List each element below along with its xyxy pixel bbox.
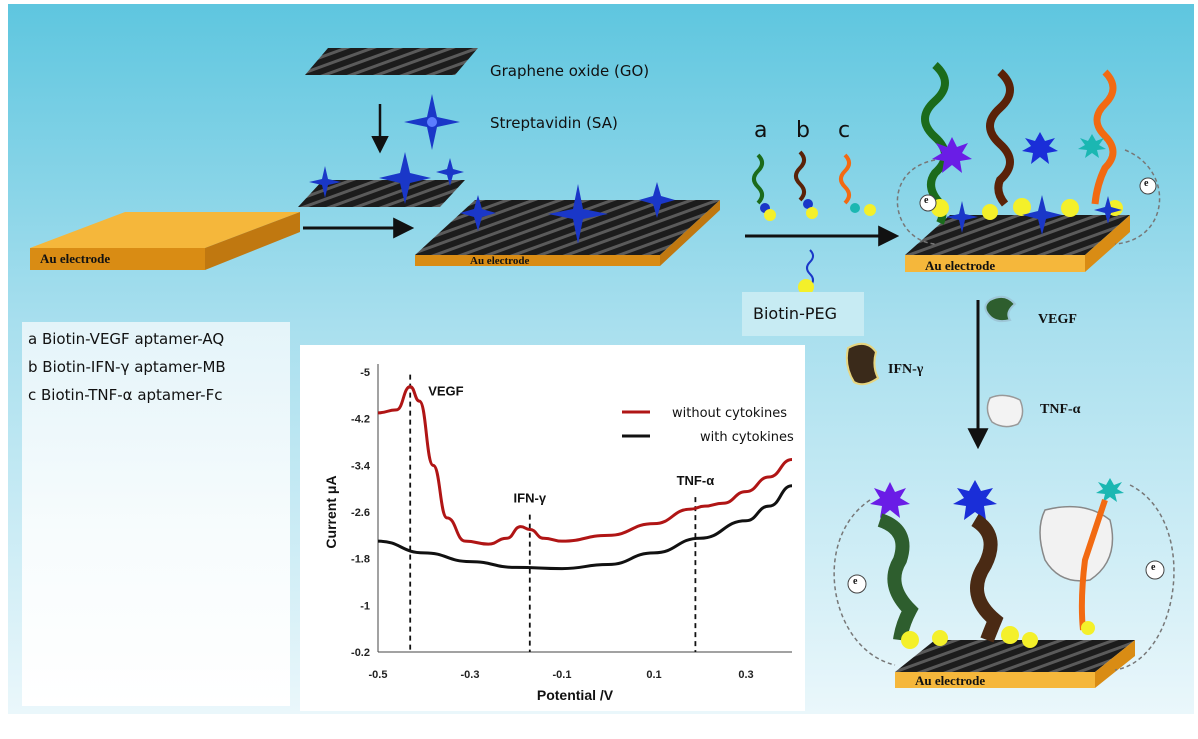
mb-label-bound	[953, 480, 997, 520]
electron-path-left	[896, 159, 936, 245]
legend-item-a: a Biotin-VEGF aptamer-AQ	[28, 330, 225, 348]
sa-star-2	[379, 152, 431, 204]
electron-label-1: e	[924, 195, 929, 206]
legend-item-c: c Biotin-TNF-α aptamer-Fc	[28, 386, 223, 404]
peak-label: TNF-α	[677, 473, 715, 488]
bound-aptamer-c	[1078, 499, 1108, 631]
x-tick-label: 0.1	[646, 669, 661, 681]
fc-label-icon	[1078, 134, 1106, 158]
aq-label-bound	[870, 482, 910, 518]
au-electrode-label-1: Au electrode	[40, 251, 111, 266]
go-sheet-icon	[305, 48, 478, 75]
go-label: Graphene oxide (GO)	[490, 62, 650, 80]
aptamer-a-letter: a	[754, 118, 768, 143]
electron-label-4: e	[1151, 562, 1156, 573]
series-line-with-cytokines	[377, 484, 793, 571]
tnf-protein-label: TNF-α	[1040, 402, 1081, 417]
tnf-protein-icon	[986, 394, 1024, 428]
y-tick-label: -2.6	[351, 507, 370, 519]
x-axis-title: Potential /V	[537, 687, 614, 703]
aptamer-b-icon	[794, 150, 818, 219]
aptamer-c-long	[1091, 69, 1117, 205]
y-tick-label: -5	[360, 367, 370, 379]
electron-path-bound-right	[1114, 484, 1175, 671]
bare-au-electrode	[30, 212, 300, 270]
au-electrode-label-2: Au electrode	[470, 255, 530, 267]
series-line-without-cytokines	[377, 385, 793, 546]
y-tick-label: -3.4	[351, 460, 371, 472]
bound-electrode	[895, 640, 1135, 688]
streptavidin-icon	[404, 94, 460, 150]
ifn-protein-icon	[845, 342, 880, 386]
sa-star-6	[639, 182, 675, 218]
bound-ifn-complex	[970, 513, 1004, 643]
aptamer-b-long	[986, 69, 1014, 207]
x-tick-label: -0.5	[369, 669, 388, 681]
legend-label: with cytokines	[700, 430, 794, 445]
dpv-chart: -5 -4.2 -3.4 -2.6 -1.8 -1 -0.2 -0.5 -0.3 -0.1 0.1 0…	[300, 345, 805, 711]
y-axis-title: Current μA	[323, 475, 339, 548]
biotin-peg-label: Biotin-PEG	[753, 304, 837, 323]
sa-label: Streptavidin (SA)	[490, 114, 618, 132]
electron-icon-1	[919, 194, 937, 212]
au-electrode-label-4: Au electrode	[915, 673, 986, 688]
sa-star-4	[460, 195, 496, 231]
aptamer-a-icon	[752, 153, 776, 221]
electron-icon-4	[1145, 560, 1165, 580]
electron-label-2: e	[1144, 178, 1149, 189]
aptamer-c-icon	[839, 153, 876, 216]
sa-star-1	[309, 166, 341, 198]
go-sa-sheet	[298, 180, 465, 207]
mb-label-icon	[1022, 132, 1058, 164]
vegf-protein-icon	[984, 295, 1017, 323]
electron-icon-3	[847, 574, 867, 594]
sa-star-5	[548, 184, 608, 244]
x-tick-label: 0.3	[738, 669, 753, 681]
fc-label-bound	[1096, 478, 1124, 502]
y-tick-label: -1.8	[351, 554, 370, 566]
legend-item-b: b Biotin-IFN-γ aptamer-MB	[28, 358, 226, 376]
sa-stars-sensor	[946, 195, 1122, 235]
electron-path-right	[1114, 149, 1161, 245]
electron-label-3: e	[853, 576, 858, 587]
peak-label: IFN-γ	[514, 491, 547, 506]
aptamer-b-letter: b	[796, 118, 810, 143]
aptamer-legend-panel: a Biotin-VEGF aptamer-AQ b Biotin-IFN-γ …	[22, 322, 290, 706]
biotin-peg-icon	[798, 249, 814, 295]
y-tick-label: -4.2	[351, 414, 370, 426]
vegf-protein-label: VEGF	[1038, 312, 1077, 327]
y-tick-label: -1	[360, 600, 370, 612]
biotin-peg-box	[742, 292, 864, 336]
chart-background	[300, 345, 805, 711]
x-tick-label: -0.1	[553, 669, 572, 681]
bound-vegf-complex	[877, 513, 919, 642]
legend-label: without cytokines	[672, 406, 787, 421]
peak-label: VEGF	[428, 383, 463, 398]
aptamer-c-letter: c	[838, 118, 851, 143]
electron-icon-2	[1139, 177, 1157, 195]
y-tick-label: -0.2	[351, 647, 370, 659]
aq-label-icon	[932, 137, 972, 173]
ifn-protein-label: IFN-γ	[888, 362, 924, 377]
au-electrode-label-3: Au electrode	[925, 258, 996, 273]
biotin-dots-bound	[901, 621, 1095, 649]
sa-star-3	[436, 158, 464, 186]
x-tick-label: -0.3	[461, 669, 480, 681]
